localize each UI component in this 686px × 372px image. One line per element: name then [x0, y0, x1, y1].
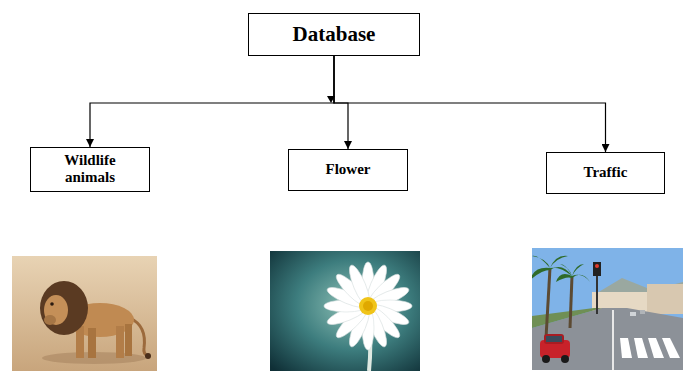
photo-detail: [595, 264, 599, 268]
photo-detail: [76, 326, 84, 358]
photo-detail: [359, 297, 377, 315]
photo-detail: [620, 338, 680, 358]
photo-detail: [593, 262, 601, 276]
photo-detail: [634, 338, 648, 358]
photo-detail: [532, 256, 590, 282]
photo-detail: [546, 336, 562, 342]
lion-scene: [12, 256, 157, 371]
photo-detail: [560, 264, 584, 276]
photo-detail: [546, 268, 550, 338]
photo-detail: [363, 301, 373, 311]
daisy-scene: [270, 251, 420, 371]
photo-detail: [532, 308, 602, 328]
photo-detail: [116, 326, 124, 358]
photo-detail: [88, 328, 96, 358]
photo-detail: [570, 276, 572, 328]
photo-detail: [542, 355, 550, 363]
photo-detail: [532, 248, 683, 370]
photo-detail: [125, 324, 132, 356]
traffic-scene: [532, 248, 683, 370]
box-label: Flower: [326, 161, 371, 178]
photo-detail: [270, 251, 420, 371]
photo-detail: [544, 334, 564, 344]
photo-detail: [145, 353, 151, 359]
box-label: Wildlife animals: [39, 152, 141, 187]
photo-detail: [12, 256, 157, 371]
photo-detail: [561, 355, 569, 363]
photo-detail: [324, 262, 412, 350]
photo-detail: [44, 315, 56, 325]
daisy-photo: [270, 251, 420, 371]
box-label: Database: [293, 22, 376, 46]
photo-detail: [532, 267, 572, 280]
photo-detail: [50, 302, 54, 306]
photo-detail: [620, 338, 632, 358]
category-box: Wildlife animals: [30, 147, 150, 192]
tree-connector: [90, 56, 334, 147]
category-box: Traffic: [546, 152, 665, 194]
photo-detail: [612, 310, 614, 370]
box-label: Traffic: [584, 164, 628, 181]
photo-detail: [630, 312, 636, 316]
photo-detail: [40, 281, 88, 335]
traffic-photo: [532, 248, 683, 370]
photo-detail: [640, 310, 645, 314]
category-box: Flower: [288, 149, 408, 191]
lion-photo: [12, 256, 157, 371]
photo-detail: [648, 338, 664, 358]
root-box: Database: [248, 13, 420, 56]
photo-detail: [532, 256, 568, 268]
photo-detail: [662, 338, 680, 358]
photo-detail: [532, 308, 683, 370]
photo-detail: [44, 295, 68, 325]
photo-detail: [647, 284, 683, 314]
red-car: [540, 334, 570, 363]
photo-detail: [556, 274, 590, 282]
tree-connector: [334, 56, 606, 152]
